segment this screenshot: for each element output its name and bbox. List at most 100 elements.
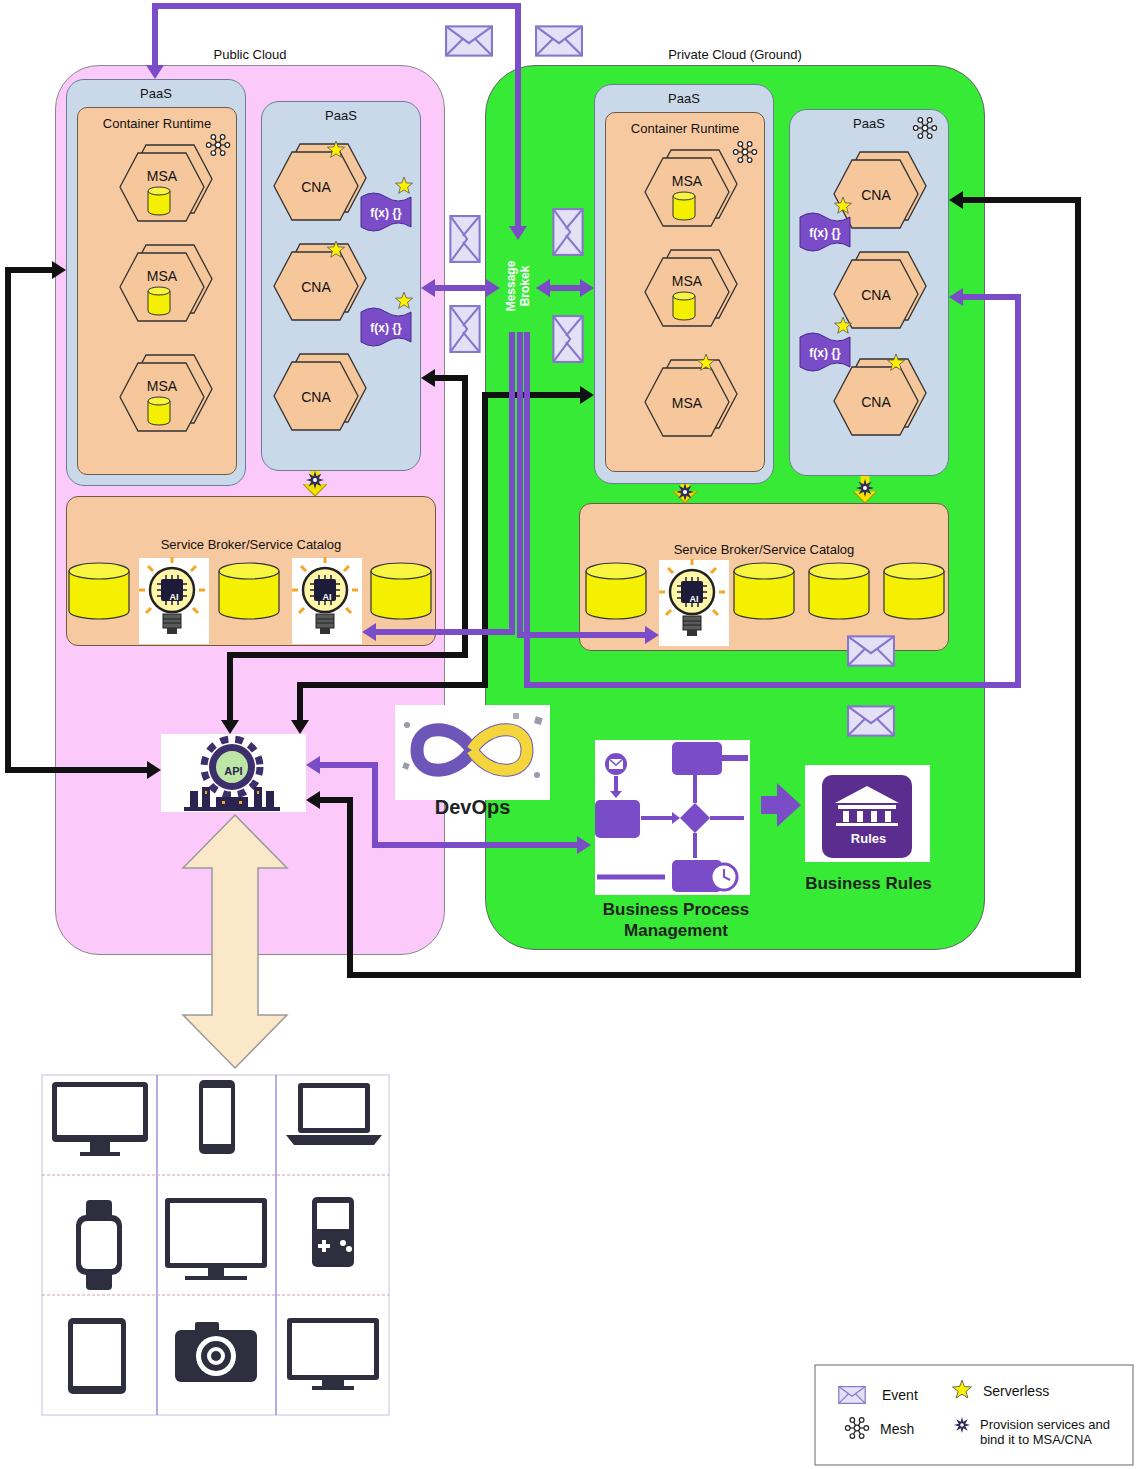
drawing-part xyxy=(800,213,850,251)
api-connector xyxy=(300,395,580,720)
drawing-part xyxy=(553,209,582,255)
node-label: MSA xyxy=(672,273,702,289)
drawing-part xyxy=(815,1365,1133,1465)
drawing-part xyxy=(327,241,344,257)
drawing-part xyxy=(672,860,722,892)
drawing-part xyxy=(170,1203,262,1263)
label-holder: Rules xyxy=(804,829,933,847)
drawing-part xyxy=(614,776,618,792)
devops-infinity-drawing xyxy=(395,705,550,800)
label-holder: PaaS xyxy=(70,84,242,102)
ai-bulb-drawings xyxy=(139,557,725,636)
drawing-part xyxy=(733,142,756,163)
drawing-part xyxy=(834,317,851,333)
serverless-stars xyxy=(327,141,904,370)
drawing-part xyxy=(395,177,412,193)
drawing-part xyxy=(165,1198,267,1268)
drawing-part xyxy=(52,1082,148,1142)
service-hexagon: MSA xyxy=(118,353,213,433)
label-holder: API xyxy=(164,761,303,779)
node-label: f(x) {} xyxy=(809,346,840,360)
drawing-part xyxy=(183,815,287,1068)
drawing-part xyxy=(120,153,204,221)
drawing-part xyxy=(90,1142,110,1152)
api-connector xyxy=(230,378,465,720)
label-holder: f(x) {} xyxy=(363,318,409,336)
drawing-part xyxy=(346,1246,352,1252)
label-holder: f(x) {} xyxy=(802,343,848,361)
drawing-part xyxy=(645,258,729,326)
label-holder: CNA xyxy=(272,388,360,406)
drawing-part xyxy=(680,803,710,833)
label-holder: AI xyxy=(295,586,359,604)
drawing-part xyxy=(148,397,170,425)
drawing-part xyxy=(711,864,737,890)
drawing-part xyxy=(157,1075,158,1415)
drawing-part xyxy=(148,287,170,315)
label-holder: Private Cloud (Ground) xyxy=(486,45,984,63)
api-connector xyxy=(8,270,147,770)
drawing-part xyxy=(724,869,730,880)
drawing-part xyxy=(306,471,324,489)
label-holder: f(x) {} xyxy=(802,223,848,241)
drawing-part xyxy=(185,1276,247,1280)
drawing-part xyxy=(68,1318,126,1394)
label-holder: MSA xyxy=(643,172,731,190)
label-holder: Public Cloud xyxy=(56,45,444,63)
ai-bulb-icon: AI xyxy=(292,558,362,644)
drawing-part xyxy=(148,187,170,215)
drawing-part xyxy=(274,252,358,320)
label-holder: f(x) {} xyxy=(363,203,409,221)
container-runtime-box: Container RuntimeMSAMSAMSA xyxy=(77,107,237,475)
drawing-part xyxy=(286,1135,382,1145)
drawing-part xyxy=(645,158,729,226)
drawing-part xyxy=(595,740,750,895)
label-holder: MSA xyxy=(643,272,731,290)
api-gear-drawing xyxy=(184,739,280,811)
drawing-part xyxy=(953,1380,972,1398)
drawing-part xyxy=(42,1075,389,1415)
function-flag: f(x) {} xyxy=(360,305,412,347)
event-connector xyxy=(520,332,645,635)
drawing-part xyxy=(312,1197,354,1267)
paas-box: PaaSCNAf(x) {}CNAf(x) {}CNA xyxy=(789,109,949,476)
node-label: PaaS xyxy=(325,108,357,124)
drawing-part xyxy=(610,791,622,798)
node-label: MSA xyxy=(672,173,702,189)
node-label: CNA xyxy=(861,394,891,410)
function-flag: f(x) {} xyxy=(799,330,851,372)
label-holder: CNA xyxy=(272,178,360,196)
label-holder: CNA xyxy=(832,286,920,304)
event-connector xyxy=(435,285,486,291)
message-broker-pill: Message Brokek xyxy=(500,240,536,332)
drawing-part xyxy=(848,706,894,735)
label-holder: PaaS xyxy=(598,89,770,107)
drawing-part xyxy=(446,26,492,55)
node-label: Public Cloud xyxy=(214,47,287,63)
drawing-part xyxy=(805,765,930,862)
event-connector xyxy=(527,297,1018,685)
legend-entry: Event xyxy=(882,1386,918,1404)
drawing-part xyxy=(659,559,725,636)
drawing-part xyxy=(199,1080,235,1154)
drawing-part xyxy=(73,1324,121,1386)
drawing-part xyxy=(276,1075,277,1415)
drawing-part xyxy=(954,1417,970,1433)
label-holder: PaaS xyxy=(265,106,417,124)
label-holder: Message Brokek xyxy=(503,242,533,330)
drawing-part xyxy=(843,811,849,822)
provision-connector xyxy=(681,484,690,491)
drawing-part xyxy=(595,800,640,838)
label-holder: Service Broker/Service Catalog xyxy=(70,535,432,553)
event-connector xyxy=(550,285,580,291)
node-label: API xyxy=(224,765,242,778)
legend-entry: Serverless xyxy=(983,1382,1049,1400)
service-catalog-box: Service Broker/Service CatalogAI xyxy=(579,503,949,651)
node-label: Business Rules xyxy=(805,874,932,894)
drawing-part xyxy=(120,363,204,431)
node-label: Business Process Management xyxy=(594,899,758,941)
label-holder: Business Rules xyxy=(804,874,933,894)
